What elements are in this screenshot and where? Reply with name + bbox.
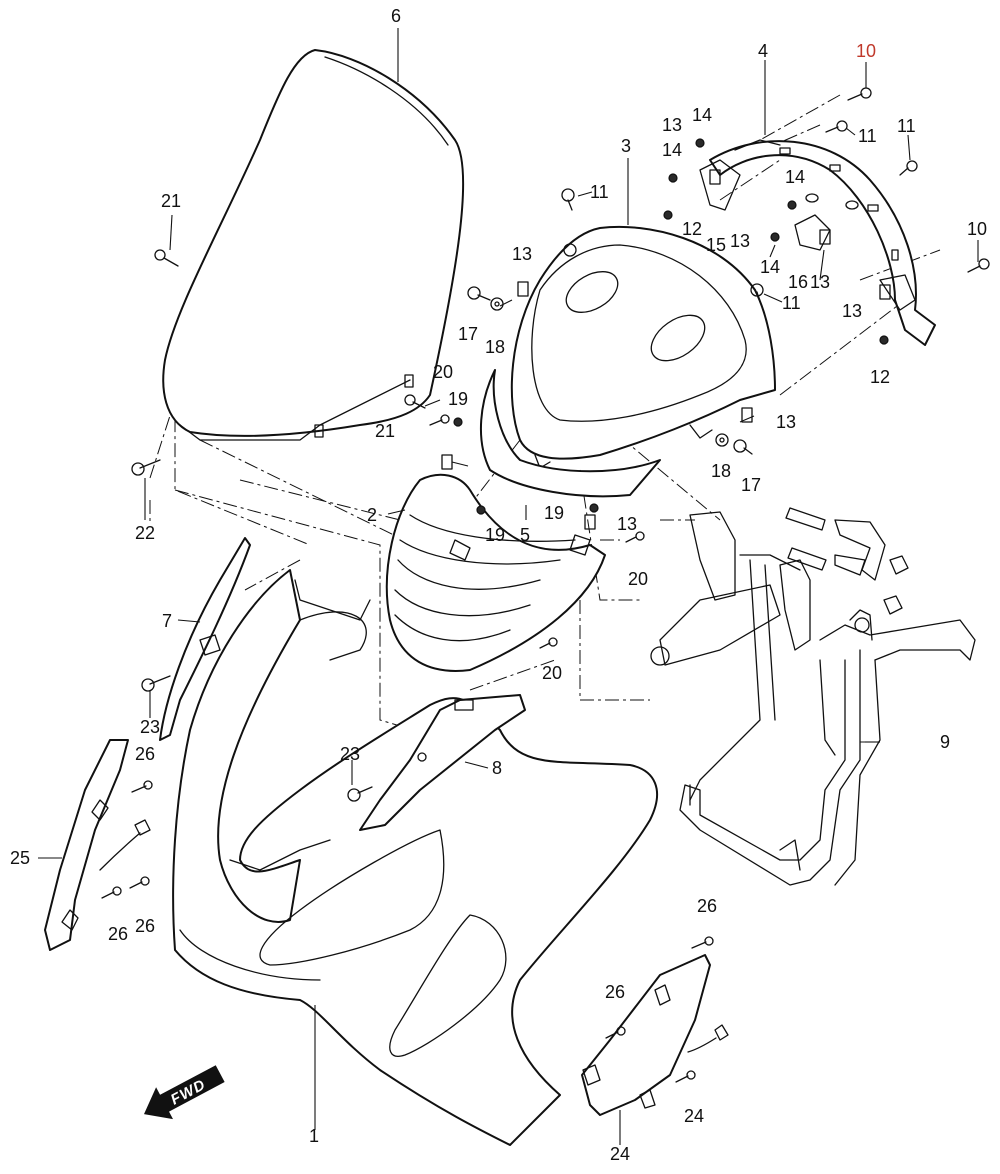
- callout-19-c: 19: [544, 503, 564, 523]
- callout-1: 1: [309, 1126, 319, 1146]
- meter-cover-part: [510, 225, 776, 469]
- callout-5: 5: [520, 525, 530, 545]
- left-turn-signal-part: [44, 739, 151, 951]
- callout-20-a: 20: [433, 362, 453, 382]
- callout-26-c: 26: [135, 916, 155, 936]
- callout-15: 15: [706, 235, 726, 255]
- front-stay-frame-part: [650, 507, 976, 886]
- callout-11-b: 11: [897, 116, 916, 136]
- callout-18-a: 18: [485, 337, 505, 357]
- callout-9: 9: [940, 732, 950, 752]
- callout-25: 25: [10, 848, 30, 868]
- callout-10-right: 10: [967, 219, 987, 239]
- callout-14-a: 14: [692, 105, 712, 125]
- callout-12-a: 12: [682, 219, 702, 239]
- windscreen-part: [162, 49, 465, 441]
- callout-19-a: 19: [448, 389, 468, 409]
- callout-10-top: 10: [856, 41, 876, 61]
- inner-louver-part: [385, 473, 606, 672]
- callout-6: 6: [391, 6, 401, 26]
- callout-23-a: 23: [140, 717, 160, 737]
- callout-26-a: 26: [135, 744, 155, 764]
- callout-26-e: 26: [605, 982, 625, 1002]
- callout-12-b: 12: [870, 367, 890, 387]
- callout-4: 4: [758, 41, 768, 61]
- fasteners: [101, 87, 990, 1083]
- callout-11-d: 11: [782, 293, 801, 313]
- callout-14-b: 14: [662, 140, 682, 160]
- callout-20-c: 20: [542, 663, 562, 683]
- callout-24-a: 24: [610, 1144, 630, 1164]
- callout-17-b: 17: [741, 475, 761, 495]
- callout-3: 3: [621, 136, 631, 156]
- callout-26-b: 26: [108, 924, 128, 944]
- meter-bracket-part: [699, 139, 936, 346]
- callout-11-c: 11: [590, 182, 609, 202]
- callout-13-f: 13: [776, 412, 796, 432]
- callout-13-a: 13: [662, 115, 682, 135]
- callout-21-b: 21: [375, 421, 395, 441]
- callout-13-b: 13: [730, 231, 750, 251]
- callout-14-c: 14: [785, 167, 805, 187]
- callout-26-d: 26: [697, 896, 717, 916]
- callout-14-d: 14: [760, 257, 780, 277]
- callout-22: 22: [135, 523, 155, 543]
- callout-23-b: 23: [340, 744, 360, 764]
- inner-panel-part: [480, 369, 661, 498]
- forward-direction-arrow: FWD: [143, 1065, 225, 1120]
- callout-18-b: 18: [711, 461, 731, 481]
- callout-13-g: 13: [617, 514, 637, 534]
- callout-13-c: 13: [810, 272, 830, 292]
- callout-13-d: 13: [512, 244, 532, 264]
- callout-8: 8: [492, 758, 502, 778]
- callout-11-a: 11: [858, 126, 877, 146]
- callout-2: 2: [367, 505, 377, 525]
- callout-7: 7: [162, 611, 172, 631]
- cover-bracket-part: [359, 694, 526, 831]
- callout-17-a: 17: [458, 324, 478, 344]
- leader-lines: [38, 28, 979, 1145]
- callout-labels: 6 10 4 14 13 11 14 11 3 14 11 21 12 15 1…: [10, 6, 987, 1164]
- callout-20-b: 20: [628, 569, 648, 589]
- callout-19-b: 19: [485, 525, 505, 545]
- callout-21-a: 21: [161, 191, 181, 211]
- callout-13-e: 13: [842, 301, 862, 321]
- front-cover-part: [172, 569, 659, 1146]
- callout-26-f: 24: [684, 1106, 704, 1126]
- callout-16: 16: [788, 272, 808, 292]
- right-turn-signal-part: [581, 954, 729, 1116]
- left-side-trim-part: [159, 537, 251, 741]
